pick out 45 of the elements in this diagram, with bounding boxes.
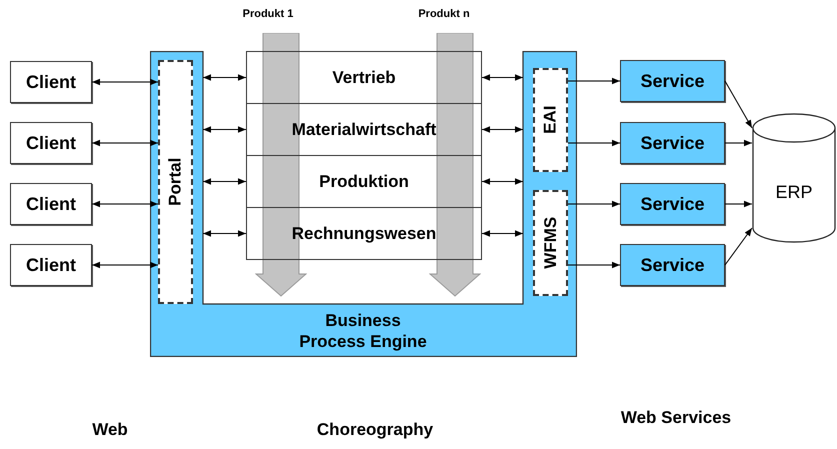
caption-label: Web — [91, 419, 129, 441]
service-box: Service — [620, 122, 725, 164]
service-box: Service — [620, 60, 725, 102]
vertical-label: EAI — [540, 106, 561, 134]
arrow — [202, 126, 246, 133]
client-box: Client — [10, 122, 92, 164]
arrow — [202, 230, 246, 237]
arrow — [724, 80, 752, 128]
vertical-label: WFMS — [540, 217, 561, 269]
arrow — [724, 200, 752, 208]
dashed-box — [533, 190, 568, 296]
caption-label: Web Services — [620, 407, 732, 428]
arrow — [92, 140, 158, 146]
engine-label: Business Process Engine — [298, 310, 428, 352]
client-box: Client — [10, 244, 92, 286]
caption-label: Choreography — [316, 419, 434, 441]
arrow — [568, 262, 620, 268]
arrow — [202, 74, 246, 81]
arrow — [724, 140, 752, 146]
caption-label: Produkt n — [417, 7, 471, 22]
dashed-box — [533, 68, 568, 172]
arrow — [482, 178, 524, 185]
table-row: Produktion — [246, 155, 482, 208]
table-row: Materialwirtschaft — [246, 103, 482, 156]
arrow — [568, 200, 620, 208]
arrow — [92, 200, 158, 208]
vertical-label: Portal — [164, 158, 186, 206]
arrow — [568, 140, 620, 146]
service-box: Service — [620, 183, 725, 225]
client-box: Client — [10, 183, 92, 225]
arrow — [482, 126, 524, 133]
client-box: Client — [10, 61, 92, 103]
arrow — [202, 178, 246, 185]
arrow — [724, 228, 752, 266]
service-box: Service — [620, 244, 725, 286]
arrow — [482, 230, 524, 237]
cylinder-label: ERP — [774, 181, 814, 204]
arrow — [568, 78, 620, 84]
arrow — [482, 74, 524, 81]
caption-label: Produkt 1 — [242, 7, 294, 22]
dashed-box — [158, 60, 193, 304]
arrow — [92, 262, 158, 268]
arrow — [92, 78, 158, 86]
table-row: Vertrieb — [246, 51, 482, 104]
table-row: Rechnungswesen — [246, 207, 482, 260]
